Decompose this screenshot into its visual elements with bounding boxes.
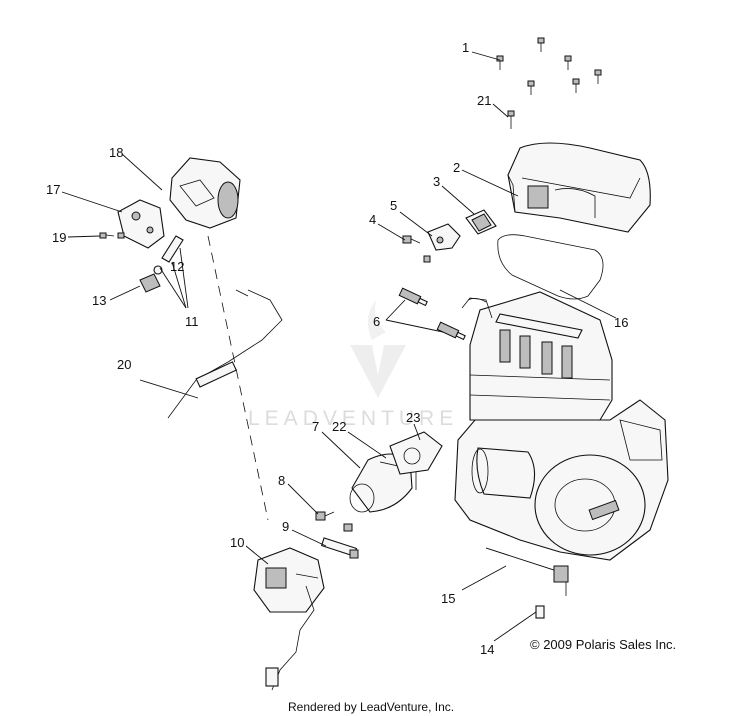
engine-assembly bbox=[454, 291, 669, 561]
callout-11: 11 bbox=[185, 314, 199, 329]
tps-bracket bbox=[117, 199, 165, 249]
callout-14: 14 bbox=[480, 642, 494, 657]
callout-16: 16 bbox=[614, 315, 628, 330]
throttle-body bbox=[169, 157, 241, 229]
valve-cover-bolts bbox=[496, 37, 602, 129]
cover-gasket bbox=[497, 234, 604, 300]
spark-plugs bbox=[398, 287, 466, 341]
callout-15: 15 bbox=[441, 591, 455, 606]
footer-text: Rendered by LeadVenture, Inc. bbox=[288, 700, 454, 714]
boot-bolts bbox=[315, 511, 353, 532]
watermark: LEADVENTURE bbox=[248, 300, 458, 430]
leader-lines bbox=[61, 51, 617, 642]
ignition-coil-lead bbox=[485, 547, 569, 596]
callout-13: 13 bbox=[92, 293, 106, 308]
callout-20: 20 bbox=[117, 357, 131, 372]
callout-19: 19 bbox=[52, 230, 66, 245]
callout-2: 2 bbox=[453, 160, 460, 175]
intake-gasket bbox=[389, 431, 443, 475]
callout-22: 22 bbox=[332, 419, 346, 434]
callout-10: 10 bbox=[230, 535, 244, 550]
callout-1: 1 bbox=[462, 40, 469, 55]
callout-12: 12 bbox=[170, 259, 184, 274]
callout-3: 3 bbox=[433, 174, 440, 189]
watermark-logo bbox=[350, 300, 406, 398]
watermark-text: LEADVENTURE bbox=[248, 407, 458, 430]
fuel-rail bbox=[320, 537, 359, 559]
intake-boot bbox=[349, 453, 417, 513]
callout-7: 7 bbox=[312, 419, 319, 434]
breather-plate bbox=[465, 209, 497, 235]
callout-6: 6 bbox=[373, 314, 380, 329]
bracket-screws bbox=[99, 232, 125, 239]
throttle-cable bbox=[167, 289, 283, 419]
callout-9: 9 bbox=[282, 519, 289, 534]
cam-sensor bbox=[423, 223, 461, 263]
alignment-line bbox=[207, 235, 269, 521]
copyright-text: © 2009 Polaris Sales Inc. bbox=[530, 637, 676, 652]
terminal-connector bbox=[535, 605, 545, 619]
callout-18: 18 bbox=[109, 145, 123, 160]
valve-springs bbox=[495, 313, 583, 379]
throttle-body-lower bbox=[253, 547, 325, 691]
callout-labels: 1 2 3 4 5 6 7 8 9 10 11 12 13 14 15 16 1… bbox=[46, 40, 628, 657]
callout-17: 17 bbox=[46, 182, 60, 197]
callout-5: 5 bbox=[390, 198, 397, 213]
callout-4: 4 bbox=[369, 212, 376, 227]
hose-fitting bbox=[139, 265, 163, 293]
callout-8: 8 bbox=[278, 473, 285, 488]
sensor-bolt bbox=[402, 235, 421, 244]
callout-23: 23 bbox=[406, 410, 420, 425]
valve-cover bbox=[507, 142, 651, 233]
vent-hose bbox=[161, 235, 184, 263]
callout-21: 21 bbox=[477, 93, 491, 108]
